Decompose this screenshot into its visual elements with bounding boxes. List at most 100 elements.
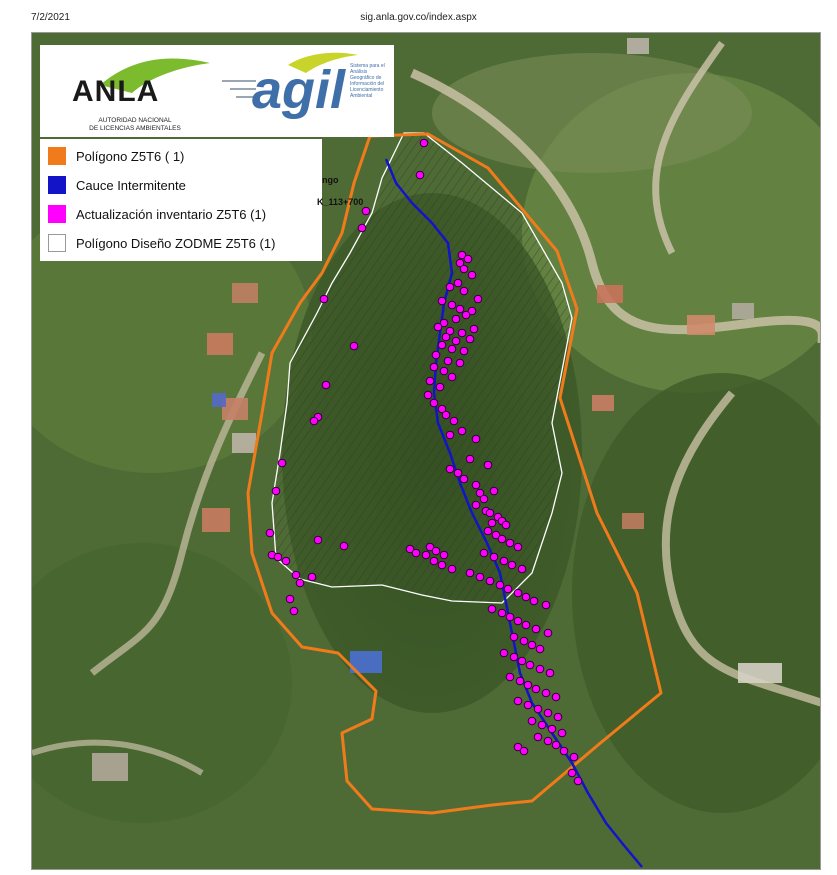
inventory-point[interactable] [425,542,435,552]
inventory-point[interactable] [471,434,481,444]
inventory-point[interactable] [471,500,481,510]
inventory-point[interactable] [505,538,515,548]
inventory-point[interactable] [457,250,467,260]
inventory-point[interactable] [505,612,515,622]
inventory-point[interactable] [479,548,489,558]
inventory-point[interactable] [461,310,471,320]
inventory-point[interactable] [533,732,543,742]
inventory-point[interactable] [523,700,533,710]
inventory-point[interactable] [357,223,367,233]
inventory-point[interactable] [459,286,469,296]
inventory-point[interactable] [551,692,561,702]
inventory-point[interactable] [295,578,305,588]
inventory-point[interactable] [573,776,583,786]
inventory-point[interactable] [281,556,291,566]
zodme-design-polygon[interactable] [271,132,573,604]
inventory-point[interactable] [455,358,465,368]
inventory-point[interactable] [429,362,439,372]
inventory-point[interactable] [441,410,451,420]
inventory-point[interactable] [451,314,461,324]
inventory-point[interactable] [527,640,537,650]
inventory-point[interactable] [319,294,329,304]
inventory-point[interactable] [445,326,455,336]
inventory-point[interactable] [513,616,523,626]
inventory-point[interactable] [513,742,523,752]
inventory-point[interactable] [541,688,551,698]
inventory-point[interactable] [499,648,509,658]
inventory-point[interactable] [437,404,447,414]
inventory-point[interactable] [557,728,567,738]
inventory-point[interactable] [431,546,441,556]
inventory-point[interactable] [485,508,495,518]
inventory-point[interactable] [457,328,467,338]
inventory-point[interactable] [489,552,499,562]
inventory-point[interactable] [521,592,531,602]
inventory-point[interactable] [453,468,463,478]
inventory-point[interactable] [491,530,501,540]
inventory-point[interactable] [361,206,371,216]
inventory-point[interactable] [271,486,281,496]
inventory-point[interactable] [541,600,551,610]
inventory-point[interactable] [445,464,455,474]
inventory-point[interactable] [447,564,457,574]
inventory-point[interactable] [487,604,497,614]
inventory-point[interactable] [437,296,447,306]
inventory-point[interactable] [321,380,331,390]
inventory-point[interactable] [429,556,439,566]
inventory-point[interactable] [349,341,359,351]
inventory-point[interactable] [475,488,485,498]
inventory-point[interactable] [521,620,531,630]
inventory-point[interactable] [447,344,457,354]
inventory-point[interactable] [523,680,533,690]
inventory-point[interactable] [489,486,499,496]
inventory-point[interactable] [547,724,557,734]
inventory-point[interactable] [415,170,425,180]
inventory-point[interactable] [453,278,463,288]
inventory-point[interactable] [543,628,553,638]
inventory-point[interactable] [545,668,555,678]
inventory-point[interactable] [569,752,579,762]
inventory-point[interactable] [291,570,301,580]
inventory-point[interactable] [483,460,493,470]
inventory-point[interactable] [277,458,287,468]
map-frame[interactable]: ANLA AUTORIDAD NACIONAL DE LICENCIAS AMB… [31,32,821,870]
inventory-point[interactable] [313,535,323,545]
inventory-point[interactable] [437,340,447,350]
inventory-point[interactable] [501,520,511,530]
inventory-point[interactable] [531,624,541,634]
inventory-point[interactable] [531,684,541,694]
inventory-point[interactable] [509,632,519,642]
inventory-point[interactable] [515,676,525,686]
inventory-point[interactable] [559,746,569,756]
intermittent-stream-line[interactable] [384,158,643,868]
inventory-point[interactable] [435,382,445,392]
inventory-point[interactable] [471,480,481,490]
inventory-point[interactable] [289,606,299,616]
inventory-point[interactable] [465,454,475,464]
inventory-point[interactable] [543,708,553,718]
inventory-point[interactable] [485,576,495,586]
inventory-point[interactable] [475,572,485,582]
inventory-point[interactable] [473,294,483,304]
inventory-point[interactable] [537,720,547,730]
inventory-point[interactable] [405,544,415,554]
inventory-point[interactable] [513,542,523,552]
inventory-point[interactable] [553,712,563,722]
inventory-point[interactable] [459,474,469,484]
inventory-point[interactable] [445,430,455,440]
inventory-point[interactable] [497,608,507,618]
inventory-point[interactable] [499,556,509,566]
inventory-point[interactable] [465,568,475,578]
inventory-point[interactable] [441,332,451,342]
z5t6-polygon[interactable] [246,132,663,815]
inventory-point[interactable] [507,560,517,570]
inventory-point[interactable] [447,300,457,310]
inventory-point[interactable] [533,704,543,714]
inventory-point[interactable] [455,304,465,314]
inventory-point[interactable] [527,716,537,726]
inventory-point[interactable] [509,652,519,662]
inventory-point[interactable] [273,552,283,562]
inventory-point[interactable] [483,526,493,536]
inventory-point[interactable] [425,376,435,386]
inventory-point[interactable] [431,350,441,360]
